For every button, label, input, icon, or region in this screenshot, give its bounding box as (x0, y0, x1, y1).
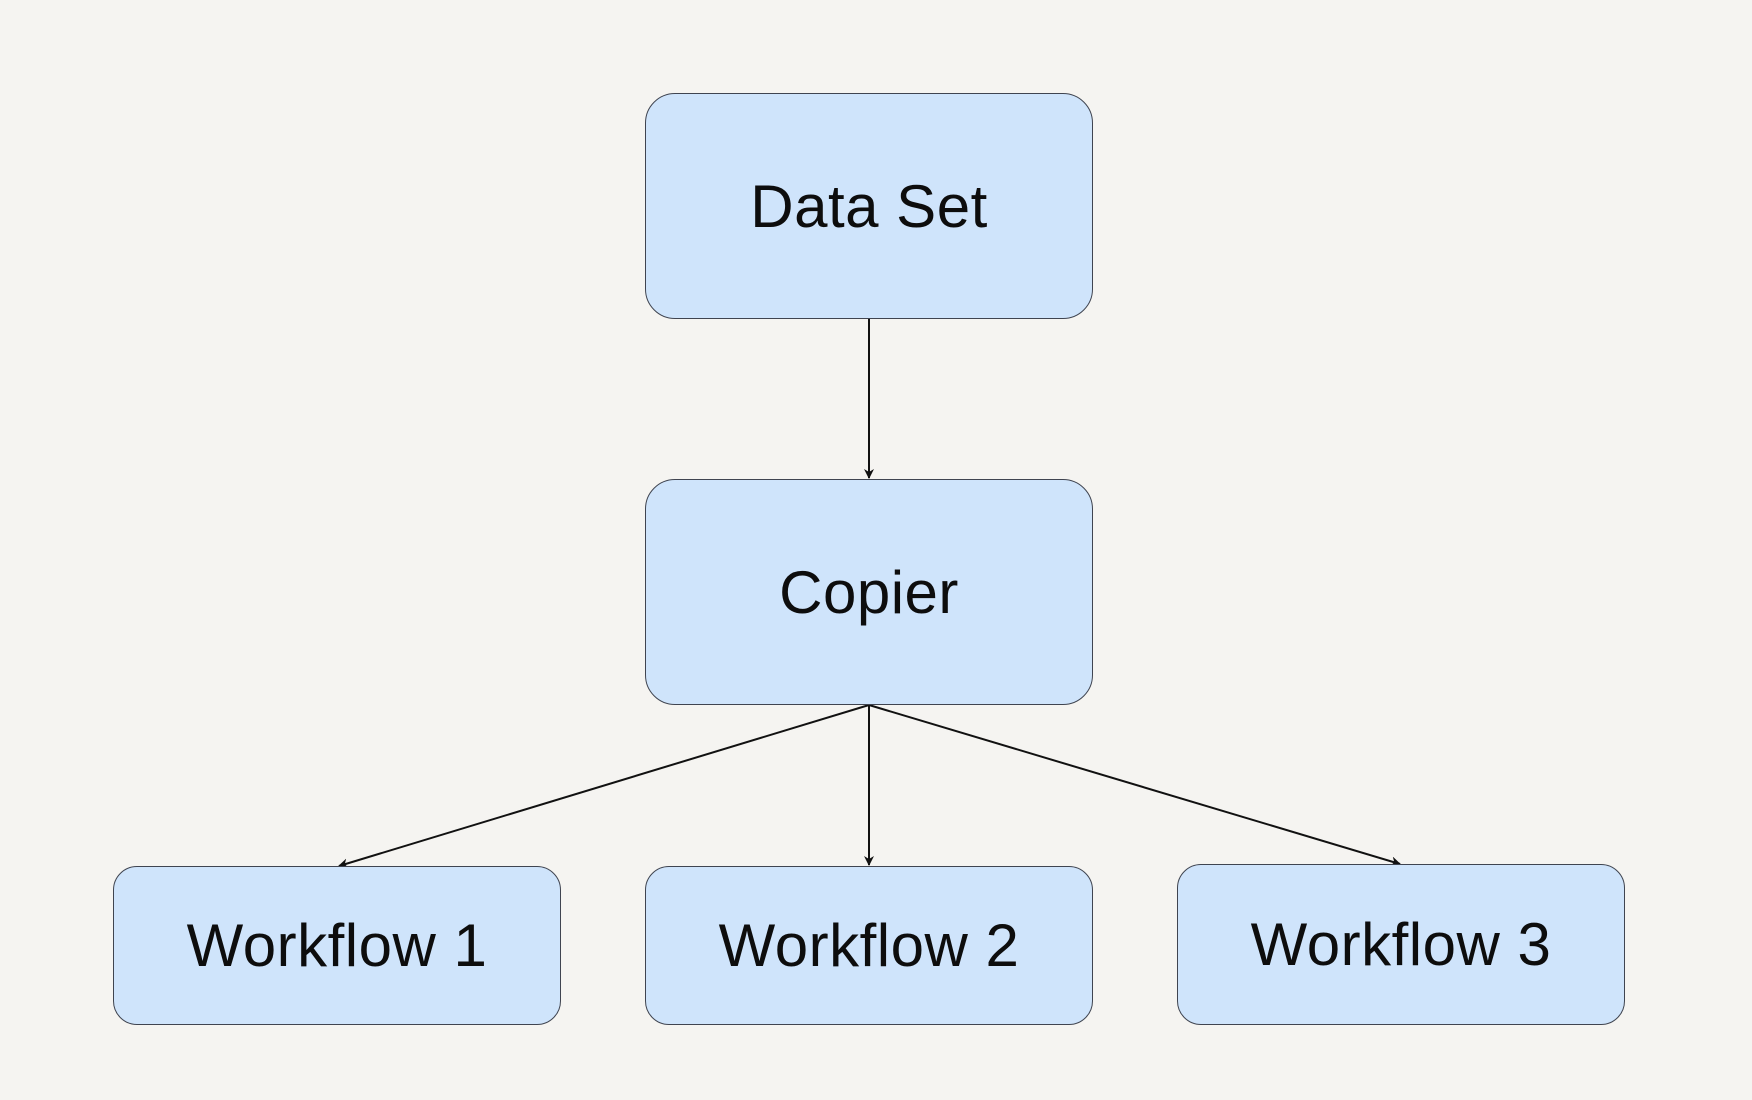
node-workflow-3-label: Workflow 3 (1250, 911, 1552, 978)
node-workflow-1-label: Workflow 1 (186, 912, 488, 979)
node-workflow-2-label: Workflow 2 (718, 912, 1020, 979)
node-copier-label: Copier (779, 558, 959, 626)
node-workflow-3: Workflow 3 (1177, 864, 1625, 1025)
edge-copier-to-workflow-1 (338, 704, 870, 869)
edge-copier-to-workflow-3 (868, 704, 1401, 867)
node-copier: Copier (645, 479, 1093, 705)
node-workflow-2: Workflow 2 (645, 866, 1093, 1025)
node-data-set-label: Data Set (750, 172, 988, 240)
node-workflow-1: Workflow 1 (113, 866, 561, 1025)
node-data-set: Data Set (645, 93, 1093, 319)
